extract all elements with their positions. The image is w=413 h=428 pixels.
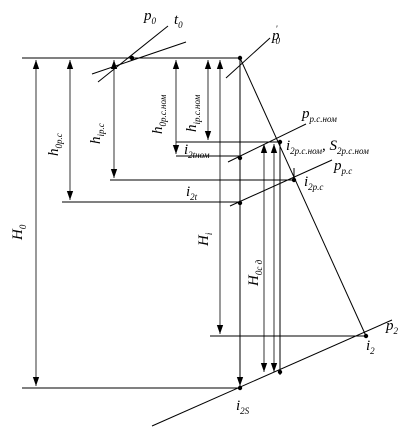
point-isobar-p2-a bbox=[277, 369, 283, 375]
point-p0 bbox=[129, 55, 135, 61]
label-ppc: pp.c bbox=[333, 158, 352, 176]
label-i2t: i2t bbox=[186, 184, 198, 202]
point-i2pcnom bbox=[277, 139, 283, 145]
label-p0prime: p'0 bbox=[271, 24, 280, 46]
point-i2pc bbox=[291, 177, 297, 183]
label-H0cd: H0c д bbox=[246, 259, 264, 287]
point-i2tnom bbox=[237, 155, 243, 161]
isobar-ppcnom bbox=[227, 123, 307, 163]
isobar-ppc bbox=[229, 159, 333, 207]
point-i2t bbox=[237, 200, 243, 206]
point-p0prime bbox=[237, 55, 243, 61]
label-hipc: hip.c bbox=[88, 123, 106, 144]
isobar-p0 bbox=[97, 25, 169, 83]
label-i2tnom: i2tном bbox=[184, 142, 210, 160]
point-i2S bbox=[237, 385, 243, 391]
label-ppcnom: pp.c.ном bbox=[301, 106, 337, 124]
label-i2pc: i2p.c bbox=[304, 174, 323, 192]
label-t0: t0 bbox=[174, 12, 183, 30]
label-p0: p0 bbox=[143, 8, 157, 26]
label-Hi: Hi bbox=[196, 232, 214, 247]
label-p2: p2 bbox=[385, 318, 399, 336]
isobar-p0prime bbox=[225, 37, 271, 79]
expansion-line bbox=[239, 57, 367, 337]
label-i2: i2 bbox=[366, 338, 375, 356]
point-i2 bbox=[363, 333, 369, 339]
label-hipcnom: hip.c.ном bbox=[184, 94, 202, 132]
label-i2S: i2S bbox=[236, 398, 250, 416]
label-H0: H0 bbox=[10, 224, 28, 241]
label-i2pcnom: i2p.c.ном, S2p.c.ном bbox=[286, 138, 369, 156]
label-h0pc: h0p.c bbox=[46, 133, 64, 156]
isobar-p2 bbox=[151, 319, 393, 427]
label-h0pcnom: h0p.c.ном bbox=[150, 94, 168, 134]
